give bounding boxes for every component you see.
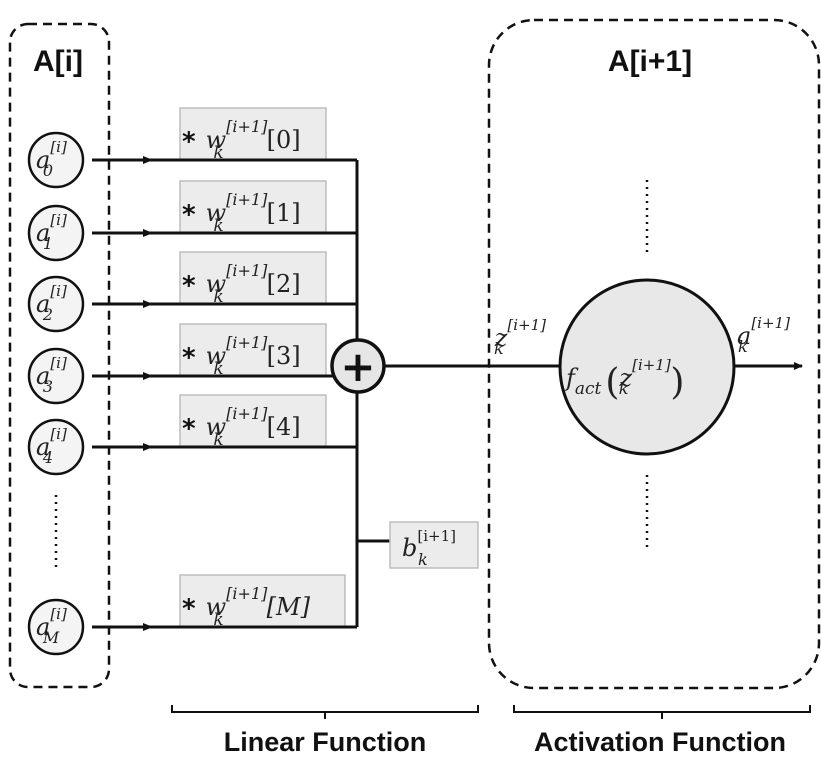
weight-label: *w[i+1]k[2] bbox=[182, 261, 301, 307]
input-row: a[i]4 *w[i+1]k[4] bbox=[27, 394, 357, 476]
input-arrowhead bbox=[143, 300, 153, 308]
output-label: a[i+1]k bbox=[737, 314, 790, 356]
caption-linear: Linear Function bbox=[224, 727, 427, 757]
input-arrowhead bbox=[143, 443, 153, 451]
input-row: a[i]M *w[i+1]k[M] bbox=[27, 574, 357, 656]
weight-label: *w[i+1]k[0] bbox=[182, 117, 301, 163]
input-row: a[i]2 *w[i+1]k[2] bbox=[27, 251, 357, 333]
input-node-label: a[i]M bbox=[36, 605, 67, 647]
input-node bbox=[27, 598, 85, 656]
input-node bbox=[27, 347, 85, 405]
z-label: z[i+1]k bbox=[494, 316, 546, 358]
weight-label: *w[i+1]k[M] bbox=[182, 584, 311, 630]
input-arrowhead bbox=[143, 372, 153, 380]
input-node-label: a[i]1 bbox=[36, 211, 67, 253]
sum-node bbox=[330, 338, 386, 394]
input-node-label: a[i]2 bbox=[36, 282, 67, 324]
caption-activation: Activation Function bbox=[534, 727, 786, 757]
weight-box bbox=[179, 323, 327, 377]
input-node-label: a[i]3 bbox=[36, 354, 67, 396]
input-row: a[i]0 *w[i+1]k[0] bbox=[27, 107, 357, 189]
weight-label: *w[i+1]k[3] bbox=[182, 333, 301, 379]
input-node bbox=[27, 418, 85, 476]
weight-box bbox=[179, 107, 327, 161]
input-arrowhead bbox=[143, 156, 153, 164]
brace-activation bbox=[513, 705, 811, 719]
brace-linear bbox=[171, 705, 479, 719]
input-node bbox=[27, 131, 85, 189]
input-node-label: a[i]0 bbox=[36, 138, 67, 180]
layer-box-right bbox=[487, 18, 821, 690]
input-row: a[i]1 *w[i+1]k[1] bbox=[27, 180, 357, 262]
sum-symbol: + bbox=[340, 342, 375, 391]
bias-label: b[i+1]k bbox=[402, 527, 456, 569]
input-arrowhead bbox=[143, 229, 153, 237]
input-node bbox=[27, 204, 85, 262]
layer-title-left: A[i] bbox=[33, 45, 83, 78]
bias-box bbox=[389, 521, 479, 569]
weight-label: *w[i+1]k[4] bbox=[182, 404, 301, 450]
layer-box-left bbox=[8, 22, 111, 689]
input-arrowhead bbox=[143, 623, 153, 631]
weight-label: *w[i+1]k[1] bbox=[182, 190, 301, 236]
layer-title-right: A[i+1] bbox=[608, 45, 692, 78]
input-node-label: a[i]4 bbox=[36, 425, 67, 467]
weight-box bbox=[179, 574, 346, 628]
weight-box bbox=[179, 394, 327, 448]
weight-box bbox=[179, 251, 327, 305]
input-node bbox=[27, 275, 85, 333]
input-row: a[i]3 *w[i+1]k[3] bbox=[27, 323, 357, 405]
